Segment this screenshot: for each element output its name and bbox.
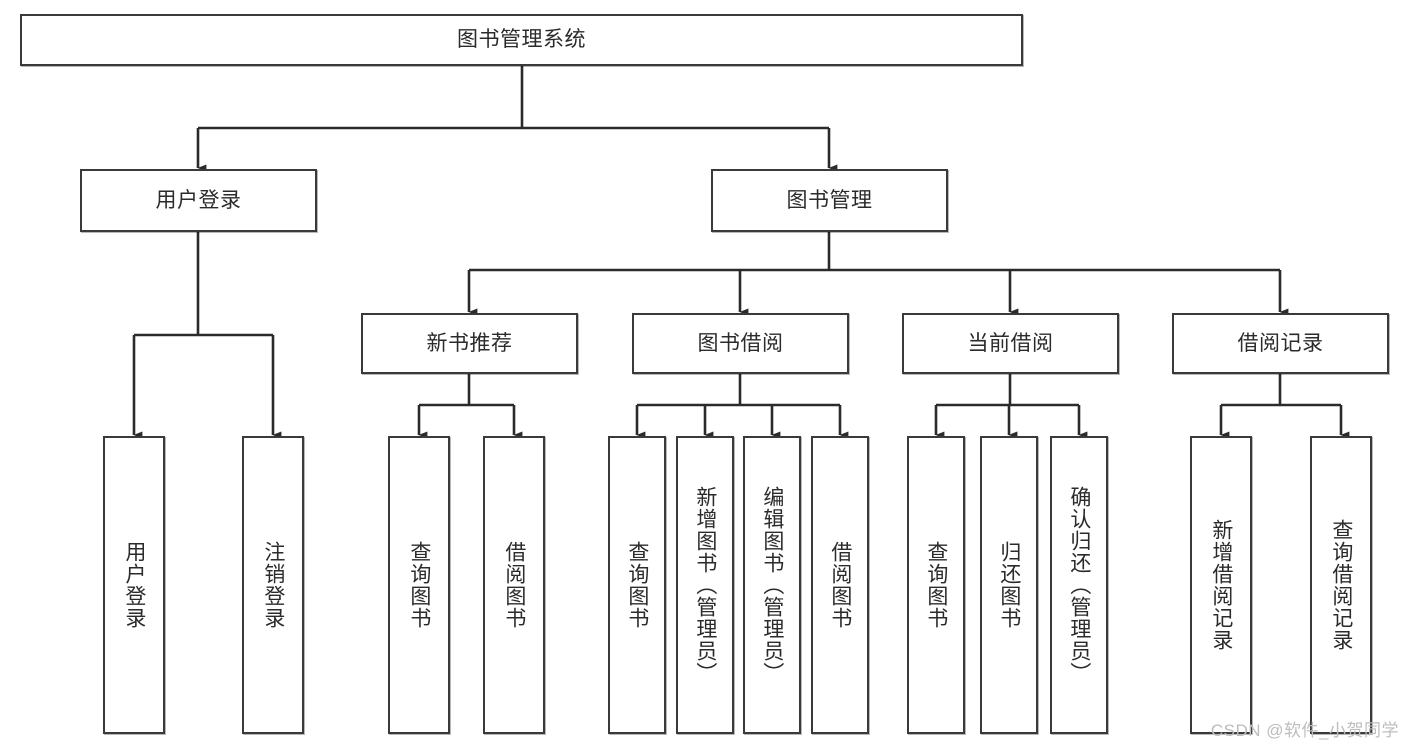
node-user-login[interactable]: 用户登录 [80,169,317,232]
node-label: 查询图书 [407,541,431,629]
node-current-borrowing[interactable]: 当前借阅 [902,313,1119,374]
node-leaf-query-book-3[interactable]: 查询图书 [907,436,965,734]
node-leaf-query-book-1[interactable]: 查询图书 [388,436,450,734]
node-label: 借阅图书 [828,541,852,629]
node-label: 编辑图书（管理员） [760,486,784,684]
node-leaf-add-book-admin[interactable]: 新增图书（管理员） [676,436,734,734]
node-leaf-confirm-return-admin[interactable]: 确认归还（管理员） [1050,436,1108,734]
node-label: 查询借阅记录 [1329,519,1353,651]
node-label: 用户登录 [122,541,146,629]
node-label: 查询图书 [924,541,948,629]
node-label: 归还图书 [997,541,1021,629]
node-label: 图书管理 [786,188,873,212]
node-leaf-add-borrow-record[interactable]: 新增借阅记录 [1190,436,1252,734]
watermark-text: CSDN @软件_小贺同学 [1210,721,1399,740]
node-leaf-return-book[interactable]: 归还图书 [980,436,1038,734]
node-label: 当前借阅 [967,331,1054,355]
node-leaf-user-login[interactable]: 用户登录 [103,436,165,734]
node-leaf-borrow-book-2[interactable]: 借阅图书 [811,436,869,734]
node-label: 借阅记录 [1237,331,1324,355]
node-label: 图书借阅 [697,331,784,355]
node-leaf-edit-book-admin[interactable]: 编辑图书（管理员） [743,436,801,734]
node-label: 确认归还（管理员） [1067,486,1091,684]
node-label: 注销登录 [261,541,285,629]
node-label: 图书管理系统 [457,28,586,52]
node-leaf-logout[interactable]: 注销登录 [242,436,304,734]
node-leaf-borrow-book-1[interactable]: 借阅图书 [483,436,545,734]
node-new-book-recommendation[interactable]: 新书推荐 [361,313,578,374]
node-label: 新增借阅记录 [1209,519,1233,651]
node-label: 查询图书 [625,541,649,629]
node-borrowing-records[interactable]: 借阅记录 [1172,313,1389,374]
node-label: 用户登录 [155,188,242,212]
node-label: 借阅图书 [502,541,526,629]
node-leaf-query-book-2[interactable]: 查询图书 [608,436,666,734]
node-book-management[interactable]: 图书管理 [711,169,948,232]
node-label: 新书推荐 [426,331,513,355]
node-label: 新增图书（管理员） [693,486,717,684]
node-leaf-query-borrow-record[interactable]: 查询借阅记录 [1310,436,1372,734]
edge-paths [132,66,1350,439]
node-book-borrowing[interactable]: 图书借阅 [632,313,849,374]
node-root-book-management-system[interactable]: 图书管理系统 [20,14,1023,66]
